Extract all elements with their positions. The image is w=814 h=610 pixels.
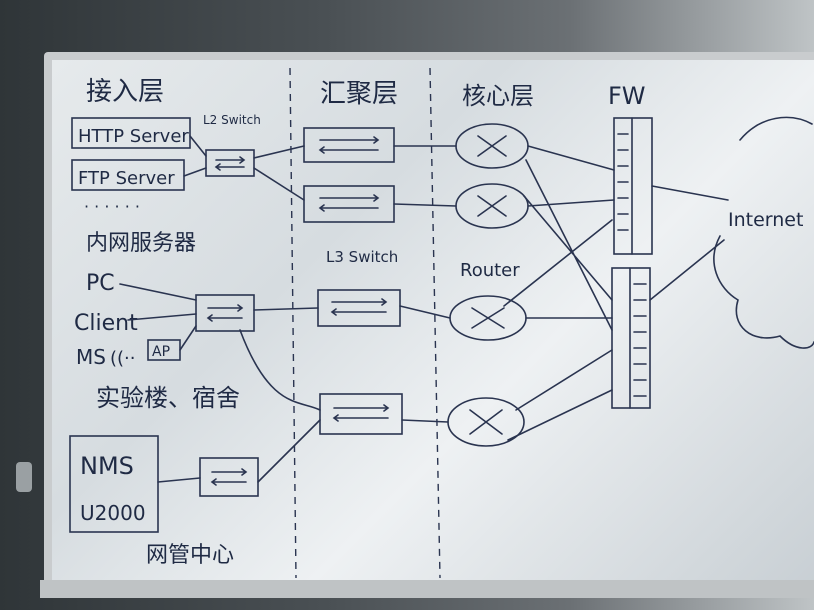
access-uplink-extra [239, 329, 321, 411]
aggregation-switch-4 [319, 393, 403, 435]
heading-aggregation-layer: 汇聚层 [320, 79, 398, 109]
firewall-1 [613, 117, 653, 255]
access-links [119, 283, 451, 483]
http-server-label: HTTP Server [78, 126, 189, 147]
nms-label: NMS [80, 452, 134, 480]
intranet-servers-label: 内网服务器 [86, 231, 196, 256]
label-internet: Internet [728, 209, 803, 231]
access-switch-1 [205, 149, 255, 177]
nms-box [69, 435, 159, 533]
http-server-box [71, 117, 191, 149]
heading-access-layer: 接入层 [86, 77, 164, 107]
heading-core-layer: 核心层 [462, 82, 534, 110]
label-router: Router [460, 260, 520, 281]
u2000-label: U2000 [80, 501, 146, 525]
separator-aggregation-core [429, 67, 441, 579]
core-router-3 [449, 295, 527, 341]
access-switch-3 [199, 457, 259, 497]
aggregation-switch-3 [317, 289, 401, 327]
access-switch-2 [195, 294, 255, 332]
nms-center-label: 网管中心 [146, 543, 234, 568]
aggregation-switch-1 [303, 127, 395, 163]
pc-label: PC [86, 271, 115, 296]
ms-label: MS [76, 345, 106, 369]
whiteboard [52, 60, 814, 582]
ap-label: AP [152, 344, 170, 360]
board-mount [16, 462, 32, 492]
building-label: 实验楼、宿舍 [96, 384, 240, 412]
server-ellipsis: · · · · · · [84, 197, 140, 216]
ftp-server-label: FTP Server [78, 168, 175, 189]
marker-tray [40, 580, 814, 598]
core-router-1 [455, 123, 529, 169]
wireless-signal-icon: ((·· [110, 348, 136, 369]
network-links [183, 135, 729, 441]
label-l3-switch: L3 Switch [326, 248, 398, 266]
label-l2-switch: L2 Switch [203, 113, 261, 127]
firewall-2 [611, 267, 651, 409]
ftp-server-box [71, 159, 185, 191]
internet-cloud-icon [713, 116, 814, 349]
core-router-2 [455, 183, 529, 229]
client-label: Client [74, 311, 138, 336]
separator-access-aggregation [289, 67, 297, 579]
core-router-4 [447, 397, 525, 447]
aggregation-switch-2 [303, 185, 395, 223]
heading-firewall: FW [608, 82, 646, 110]
